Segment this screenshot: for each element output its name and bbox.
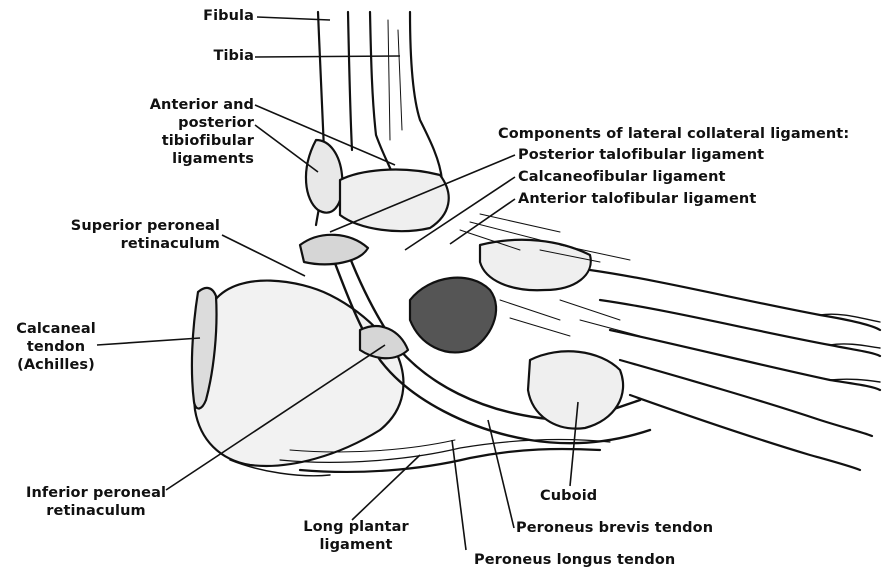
label-fibula: Fibula	[150, 7, 254, 25]
label-calcaneal-tendon: Calcaneal tendon (Achilles)	[10, 320, 102, 374]
label-peroneus-longus: Peroneus longus tendon	[474, 551, 675, 569]
cuboid-bone	[528, 351, 623, 428]
label-superior-retinaculum: Superior peroneal retinaculum	[40, 217, 220, 253]
metatarsals	[590, 270, 880, 470]
label-peroneus-brevis: Peroneus brevis tendon	[516, 519, 713, 537]
sinus-tarsi	[410, 278, 496, 353]
label-tibiofibular-ligaments: Anterior and posterior tibiofibular liga…	[90, 96, 254, 168]
calcaneus	[194, 281, 404, 466]
label-calcaneofibular: Calcaneofibular ligament	[518, 168, 726, 186]
leader-long-plantar	[352, 455, 420, 520]
label-lateral-collateral-heading: Components of lateral collateral ligamen…	[498, 125, 849, 143]
leader-tibia	[255, 56, 400, 57]
leader-peroneus-longus	[452, 440, 466, 550]
label-inferior-retinaculum: Inferior peroneal retinaculum	[6, 484, 186, 520]
label-tibia: Tibia	[150, 47, 254, 65]
label-long-plantar: Long plantar ligament	[296, 518, 416, 554]
superior-retinaculum-band	[300, 235, 368, 265]
tibia-bone	[370, 12, 442, 190]
leader-tibiofib-2	[255, 125, 318, 172]
inferior-retinaculum-band	[360, 326, 408, 358]
label-posterior-talofibular: Posterior talofibular ligament	[518, 146, 764, 164]
navicular-region	[480, 240, 591, 290]
label-anterior-talofibular: Anterior talofibular ligament	[518, 190, 756, 208]
leader-superior-retinaculum	[222, 235, 305, 276]
label-cuboid: Cuboid	[540, 487, 597, 505]
lateral-malleolus	[306, 140, 343, 213]
leader-calcaneal-tendon	[97, 338, 200, 345]
